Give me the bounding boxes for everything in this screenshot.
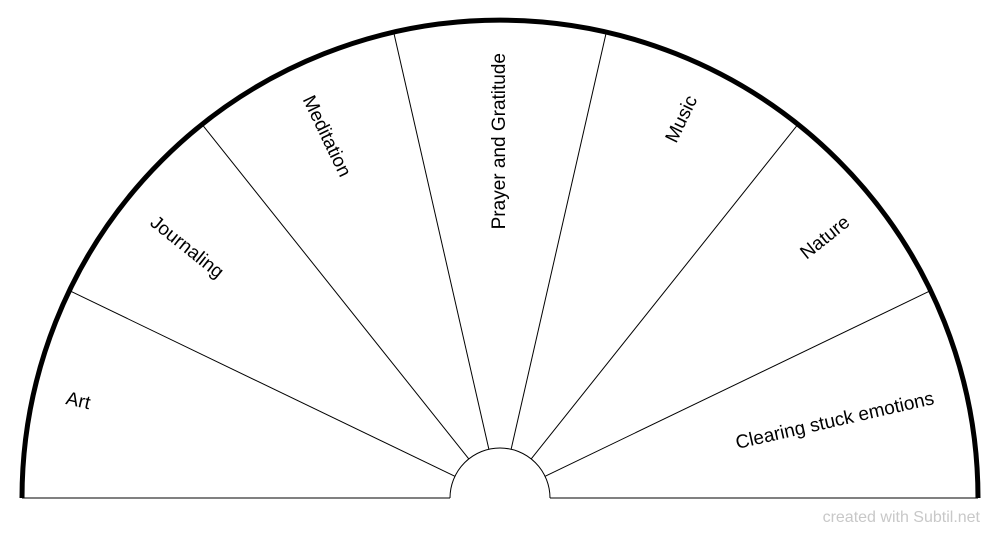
sector-divider-1 <box>69 290 456 477</box>
sector-divider-5 <box>530 123 799 460</box>
sector-label: Clearing stuck emotions <box>734 388 936 454</box>
outer-arc <box>19 17 981 499</box>
credit-watermark: created with Subtil.net <box>822 509 980 526</box>
sector-label: Nature <box>796 212 854 264</box>
sector-label: Art <box>64 388 93 414</box>
sector-label: Meditation <box>298 92 355 180</box>
center-hub <box>449 447 551 499</box>
sector-label: Journaling <box>146 212 228 283</box>
sector-divider-3 <box>393 31 490 450</box>
sector-labels: Art Journaling Meditation Prayer and Gratit… <box>64 53 936 454</box>
sector-dividers <box>69 31 931 477</box>
sector-divider-6 <box>544 290 931 477</box>
sector-label: Prayer and Gratitude <box>489 53 510 229</box>
sector-divider-4 <box>510 31 607 450</box>
sector-divider-2 <box>201 123 470 460</box>
sector-label: Music <box>662 92 702 146</box>
